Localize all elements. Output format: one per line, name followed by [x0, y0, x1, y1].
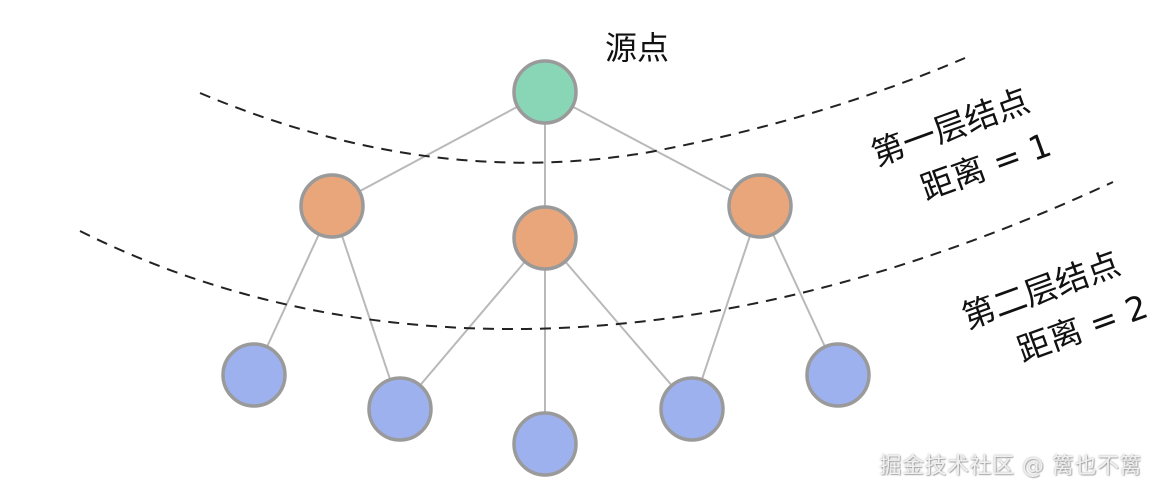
edge-right-to-l2-4 — [691, 205, 761, 410]
layer2-node-4 — [659, 376, 725, 442]
layer1-node-middle — [512, 205, 578, 271]
source-label: 源点 — [605, 29, 669, 67]
layer1-node-left — [299, 173, 365, 239]
layer2-node-1 — [221, 342, 287, 408]
edge-source-to-left — [331, 91, 546, 207]
source-node — [512, 59, 578, 125]
tree-nodes — [221, 59, 871, 477]
layer1-label: 第一层结点 距离 = 1 — [866, 81, 1056, 208]
layer2-label: 第二层结点 距离 = 2 — [957, 244, 1153, 370]
layer1-boundary-dashed-curve — [199, 57, 966, 164]
edge-source-to-right — [544, 91, 761, 207]
layer2-node-5 — [805, 342, 871, 408]
layer2-boundary-dashed-curve — [79, 181, 1114, 331]
edge-left-to-l2-2 — [331, 205, 401, 410]
layer2-node-2 — [367, 376, 433, 442]
layer1-node-right — [727, 173, 793, 239]
watermark-text: 掘金技术社区 @ 篱也不篱 — [879, 454, 1142, 479]
layer2-node-3 — [512, 411, 578, 477]
edge-middle-to-l2-2 — [399, 237, 546, 410]
